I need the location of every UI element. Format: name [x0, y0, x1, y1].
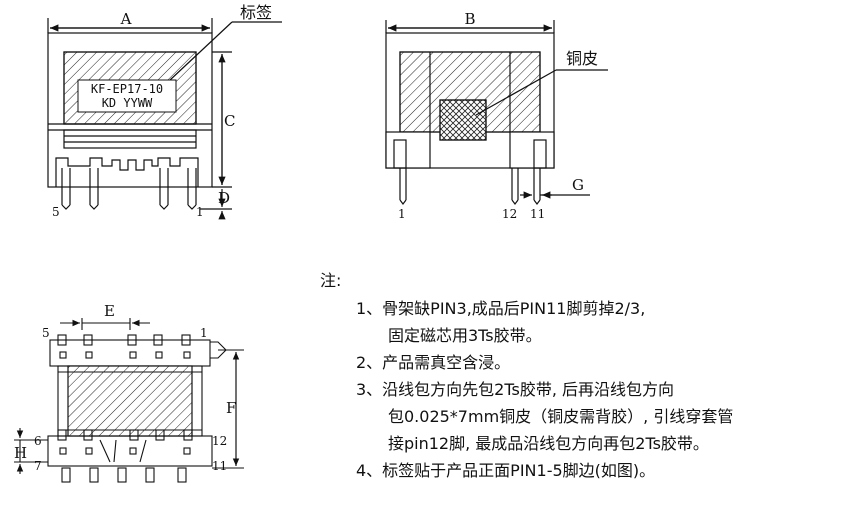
label-line-1: KF-EP17-10	[91, 82, 163, 96]
dim-e-label: E	[104, 302, 115, 320]
side-pin-12: 12	[502, 207, 517, 221]
label-callout: 标签	[240, 3, 272, 22]
product-label	[77, 79, 177, 113]
note-line-3: 2、产品需真空含浸。	[356, 353, 511, 372]
notes-title: 注:	[320, 271, 342, 290]
front-pin-1: 1	[196, 205, 204, 219]
front-pin-5: 5	[52, 205, 60, 219]
dim-a-label: A	[120, 10, 132, 28]
copper-callout: 铜皮	[566, 49, 598, 68]
note-line-2: 固定磁芯用3Ts胶带。	[388, 326, 542, 345]
bottom-pin-7: 7	[34, 459, 42, 473]
bottom-pin-12: 12	[212, 434, 227, 448]
note-line-6: 接pin12脚, 最成品沿线包方向再包2Ts胶带。	[388, 434, 709, 453]
side-pin-1: 1	[398, 207, 406, 221]
note-line-7: 4、标签贴于产品正面PIN1-5脚边(如图)。	[356, 461, 656, 480]
bottom-pin-5: 5	[42, 326, 50, 340]
bottom-pin-1: 1	[200, 326, 208, 340]
dim-d-label: D	[218, 189, 230, 207]
dim-c-label: C	[224, 112, 235, 130]
note-line-5: 包0.025*7mm铜皮（铜皮需背胶）, 引线穿套管	[388, 407, 734, 426]
dim-f-label: F	[226, 399, 236, 417]
dim-g-label: G	[572, 176, 584, 194]
side-pin-11: 11	[530, 207, 545, 221]
front-view	[47, 18, 282, 220]
dim-b-label: B	[464, 10, 475, 28]
note-line-4: 3、沿线包方向先包2Ts胶带, 后再沿线包方向	[356, 380, 674, 399]
side-view	[385, 20, 608, 205]
dim-h-label: H	[14, 444, 27, 462]
bottom-view	[14, 318, 244, 483]
label-line-2: KD YYWW	[102, 96, 153, 110]
bottom-pin-6: 6	[34, 434, 42, 448]
note-line-1: 1、骨架缺PIN3,成品后PIN11脚剪掉2/3,	[356, 299, 646, 318]
bottom-pin-11: 11	[212, 459, 227, 473]
